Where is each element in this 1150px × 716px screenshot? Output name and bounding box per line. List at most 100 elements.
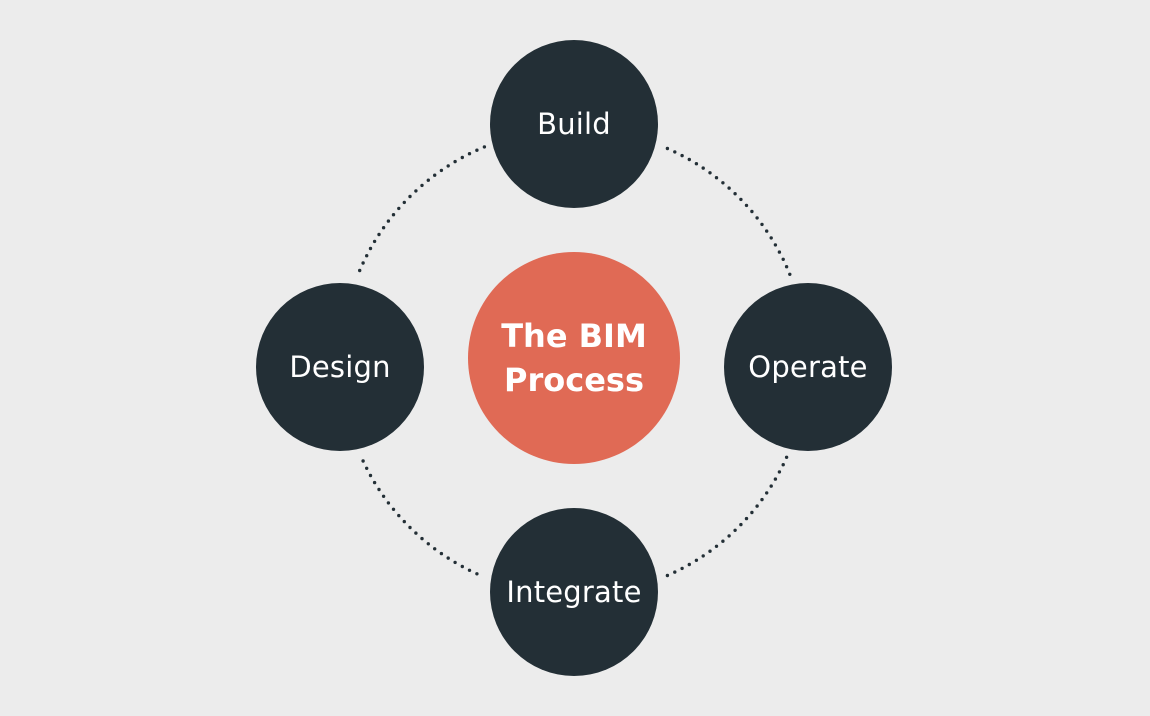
ring-dot: [397, 206, 401, 211]
ring-dot: [420, 536, 424, 541]
ring-dot: [426, 542, 430, 546]
ring-dot: [365, 254, 369, 258]
node-integrate-label: Integrate: [506, 575, 642, 609]
ring-dot: [784, 265, 789, 269]
ring-dot: [368, 246, 373, 251]
ring-dot: [433, 173, 437, 177]
ring-dot: [777, 470, 782, 474]
ring-dot: [408, 194, 412, 199]
node-operate: Operate: [724, 283, 892, 451]
ring-dot: [408, 525, 412, 530]
ring-dot: [433, 547, 437, 551]
ring-dot: [402, 519, 406, 524]
ring-dot: [680, 566, 684, 571]
ring-dot: [773, 477, 778, 481]
ring-dot: [377, 487, 381, 492]
ring-dot: [426, 178, 430, 182]
ring-dot: [687, 562, 691, 567]
ring-dot: [750, 209, 754, 214]
ring-dot: [750, 510, 754, 515]
ring-dot: [372, 480, 377, 485]
ring-dot: [694, 162, 699, 166]
ring-dot: [781, 257, 785, 261]
ring-dot: [739, 197, 743, 202]
ring-dot: [460, 155, 464, 160]
node-operate-label: Operate: [748, 350, 868, 384]
ring-dot: [744, 203, 749, 208]
ring-dot: [733, 528, 737, 532]
ring-dot: [414, 531, 418, 535]
ring-dot: [381, 494, 386, 498]
ring-dot: [788, 272, 792, 276]
ring-dot: [467, 568, 472, 572]
ring-dot: [372, 239, 377, 244]
center-label-line2: Process: [504, 361, 644, 399]
ring-dot: [381, 226, 386, 230]
ring-dot: [714, 544, 719, 548]
center-label: The BIM Process: [501, 314, 647, 402]
ring-dot: [358, 268, 362, 273]
ring-dot: [781, 463, 785, 467]
center-label-line1: The BIM: [501, 317, 647, 355]
ring-dot: [739, 522, 743, 527]
ring-dot: [446, 556, 450, 560]
ring-dot: [467, 152, 472, 156]
ring-dot: [708, 171, 712, 175]
ring-dot: [439, 168, 444, 173]
ring-dot: [402, 200, 406, 205]
ring-dot: [365, 466, 369, 470]
ring-dot: [680, 153, 684, 158]
ring-dot: [377, 232, 381, 237]
ring-dot: [391, 507, 396, 511]
ring-dot: [391, 213, 396, 217]
ring-dot: [721, 539, 725, 543]
ring-dot: [701, 166, 705, 170]
ring-dot: [744, 516, 749, 521]
node-build-label: Build: [537, 107, 611, 141]
ring-dot: [361, 261, 365, 265]
ring-dot: [784, 455, 789, 459]
ring-dot: [769, 484, 773, 488]
ring-dot: [386, 501, 391, 505]
ring-dot: [420, 183, 424, 188]
ring-dot: [439, 551, 444, 556]
ring-dot: [475, 572, 479, 576]
ring-dot: [760, 222, 764, 227]
ring-dot: [755, 504, 759, 508]
node-design: Design: [256, 283, 424, 451]
ring-dot: [386, 219, 391, 223]
ring-dot: [727, 186, 731, 190]
ring-dot: [446, 164, 450, 168]
ring-dot: [760, 497, 764, 502]
ring-dot: [733, 192, 737, 196]
ring-dot: [397, 513, 401, 518]
ring-dot: [769, 236, 773, 240]
ring-dot: [673, 150, 677, 154]
ring-dot: [727, 534, 731, 538]
node-integrate: Integrate: [490, 508, 658, 676]
ring-dot: [694, 558, 699, 562]
ring-dot: [475, 148, 479, 152]
ring-dot: [665, 573, 670, 578]
ring-dot: [460, 564, 464, 569]
ring-dot: [414, 189, 418, 193]
ring-dot: [482, 145, 487, 149]
ring-dot: [765, 491, 769, 495]
ring-dot: [714, 176, 719, 180]
ring-dot: [765, 229, 769, 233]
ring-dot: [453, 159, 457, 164]
ring-dot: [361, 459, 365, 463]
ring-dot: [368, 473, 373, 478]
ring-dot: [721, 181, 725, 185]
node-design-label: Design: [289, 350, 391, 384]
ring-dot: [773, 243, 778, 247]
node-build: Build: [490, 40, 658, 208]
ring-dot: [701, 554, 705, 558]
ring-dot: [777, 250, 782, 254]
ring-dot: [453, 560, 457, 565]
ring-dot: [673, 570, 677, 574]
ring-dot: [708, 549, 712, 553]
ring-dot: [687, 157, 691, 162]
